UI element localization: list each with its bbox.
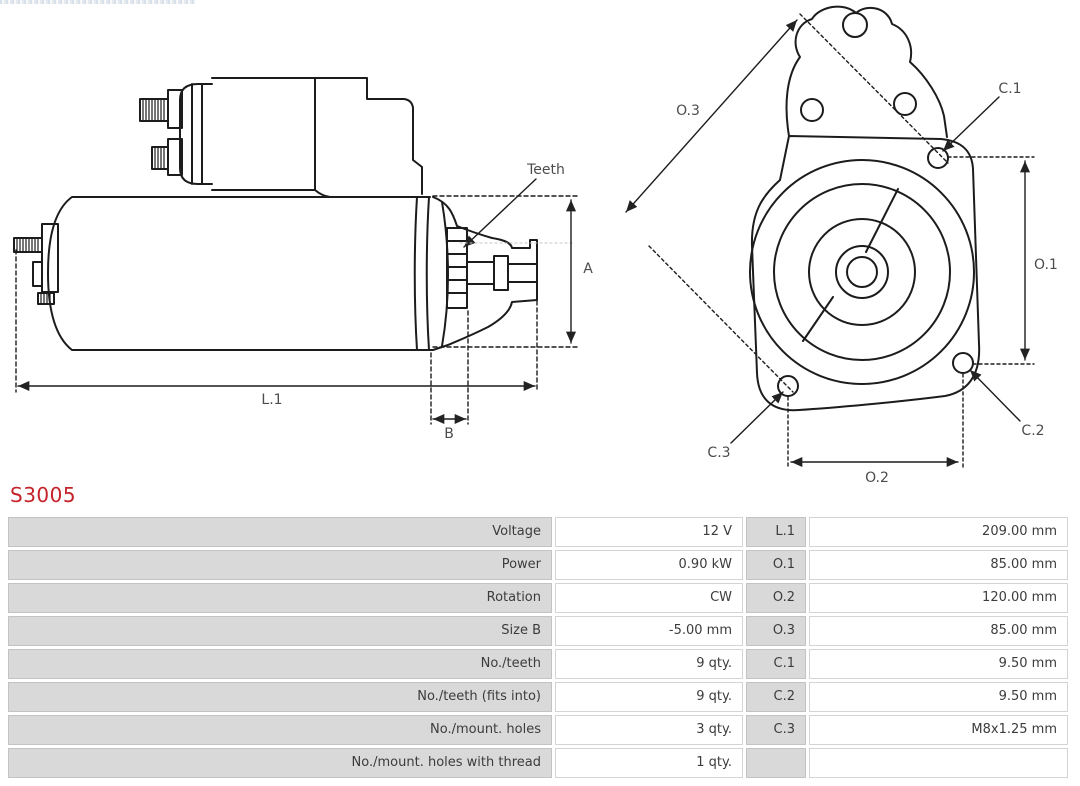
dim-c1-label: C.1 (998, 81, 1021, 97)
side-view-drawing (13, 77, 579, 425)
solenoid-stud-top (139, 89, 183, 129)
dim-label-cell: C.3 (746, 715, 806, 745)
dim-o3-axis-lines (648, 13, 949, 393)
spec-label-cell: No./mount. holes with thread (8, 748, 552, 778)
solenoid-cap (179, 83, 213, 185)
rear-stud (13, 237, 43, 253)
dim-label-cell (746, 748, 806, 778)
side-view-labels: Teeth A L.1 B (261, 162, 593, 442)
spec-value-cell: CW (555, 583, 743, 613)
spec-label-cell: Power (8, 550, 552, 580)
table-row: No./mount. holes with thread 1 qty. (8, 748, 1068, 778)
teeth-leader-line (463, 178, 537, 248)
motor-body-end-rings (413, 196, 430, 351)
solenoid-body (211, 77, 423, 198)
rear-stud-lower-threads (40, 293, 51, 304)
housing-circle-4 (835, 245, 889, 299)
dim-l1-label: L.1 (261, 392, 282, 408)
rear-cap (32, 223, 59, 293)
spec-label-cell: No./teeth (8, 649, 552, 679)
housing-circle-3 (808, 218, 916, 326)
dim-value-cell: 85.00 mm (809, 616, 1068, 646)
logo-strip (0, 0, 196, 4)
dim-a-label: A (583, 261, 593, 277)
housing-circle-2 (773, 183, 951, 361)
spec-value-cell: 3 qty. (555, 715, 743, 745)
spec-label-cell: Voltage (8, 517, 552, 547)
rear-stud-lower (37, 292, 55, 305)
table-row: No./teeth 9 qty. C.1 9.50 mm (8, 649, 1068, 679)
spec-value-cell: -5.00 mm (555, 616, 743, 646)
dim-value-cell: 9.50 mm (809, 649, 1068, 679)
dim-value-cell: M8x1.25 mm (809, 715, 1068, 745)
dim-l1-extension-lines (15, 249, 538, 393)
dim-c3-label: C.3 (707, 445, 730, 461)
shaft-hole (846, 256, 878, 288)
spec-value-cell: 1 qty. (555, 748, 743, 778)
teeth-label: Teeth (526, 162, 565, 178)
spec-label-cell: No./teeth (fits into) (8, 682, 552, 712)
dim-value-cell: 85.00 mm (809, 550, 1068, 580)
dim-value-cell: 9.50 mm (809, 682, 1068, 712)
dim-o3-label: O.3 (676, 103, 700, 119)
dim-value-cell: 209.00 mm (809, 517, 1068, 547)
bracket-hole-top (842, 12, 868, 38)
motor-body (47, 196, 434, 351)
spec-label-cell: Size B (8, 616, 552, 646)
dim-b-extension-lines (430, 310, 469, 425)
dim-c2-label: C.2 (1021, 423, 1044, 439)
front-view-drawing (625, 5, 1035, 469)
pinion-gear (446, 227, 468, 309)
spec-table: Voltage 12 V L.1 209.00 mm Power 0.90 kW… (8, 517, 1068, 778)
solenoid-stud-bottom (151, 138, 183, 176)
dim-o2-label: O.2 (865, 470, 889, 486)
dim-o3-arrow-line (625, 19, 798, 213)
spec-label-cell: No./mount. holes (8, 715, 552, 745)
mount-hole-c1 (927, 147, 949, 169)
table-row: Size B -5.00 mm O.3 85.00 mm (8, 616, 1068, 646)
mount-hole-c2 (952, 352, 974, 374)
front-view-labels: O.3 C.1 O.1 C.2 C.3 O.2 (676, 81, 1058, 486)
solenoid-stud-bottom-threads (154, 147, 165, 169)
dim-o2-extension-lines (787, 373, 964, 469)
dim-label-cell: O.3 (746, 616, 806, 646)
part-number: S3005 (10, 483, 77, 507)
spec-value-cell: 9 qty. (555, 682, 743, 712)
dim-b-label: B (444, 426, 454, 442)
c3-leader-line (730, 391, 784, 444)
dim-label-cell: C.1 (746, 649, 806, 679)
rear-stud-threads (16, 238, 39, 252)
bracket-hole-left (800, 98, 824, 122)
dim-label-cell: O.2 (746, 583, 806, 613)
dim-label-cell: C.2 (746, 682, 806, 712)
spec-value-cell: 12 V (555, 517, 743, 547)
dim-o1-label: O.1 (1034, 257, 1058, 273)
table-row: Voltage 12 V L.1 209.00 mm (8, 517, 1068, 547)
mounting-flange (750, 135, 981, 412)
bracket-hole-right (893, 92, 917, 116)
spec-label-cell: Rotation (8, 583, 552, 613)
drive-end-bell (432, 196, 538, 351)
c2-leader-line (969, 369, 1021, 422)
table-row: Power 0.90 kW O.1 85.00 mm (8, 550, 1068, 580)
dim-o1-extension-lines (947, 156, 1035, 365)
dim-value-cell: 120.00 mm (809, 583, 1068, 613)
spec-value-cell: 0.90 kW (555, 550, 743, 580)
spec-value-cell: 9 qty. (555, 649, 743, 679)
table-row: No./mount. holes 3 qty. C.3 M8x1.25 mm (8, 715, 1068, 745)
table-row: No./teeth (fits into) 9 qty. C.2 9.50 mm (8, 682, 1068, 712)
pinion-shaft (466, 255, 538, 291)
mount-hole-c3 (777, 375, 799, 397)
dim-label-cell: O.1 (746, 550, 806, 580)
dim-a-extension-lines (432, 195, 579, 348)
technical-drawings: Teeth A L.1 B (13, 5, 1058, 486)
c1-leader-line (942, 96, 1000, 152)
dim-value-cell (809, 748, 1068, 778)
dim-label-cell: L.1 (746, 517, 806, 547)
table-row: Rotation CW O.2 120.00 mm (8, 583, 1068, 613)
housing-radial-lines (802, 188, 899, 342)
solenoid-stud-top-threads (142, 99, 165, 121)
housing-circle-outer (749, 159, 975, 385)
